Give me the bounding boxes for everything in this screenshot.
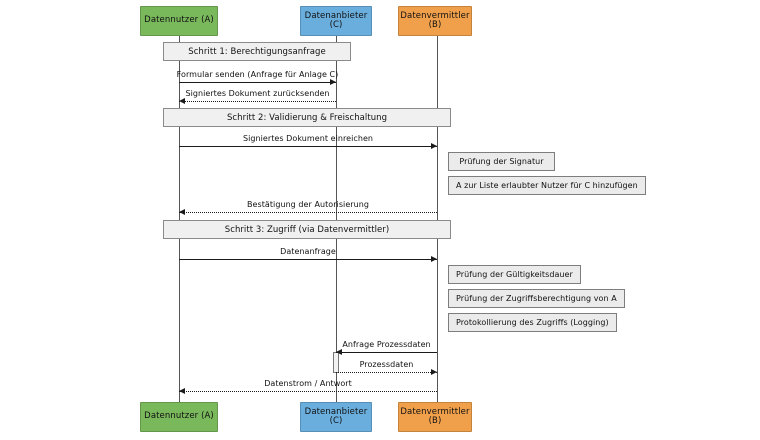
lifeline-a (179, 36, 180, 402)
message-line-m5 (179, 259, 437, 260)
actor-label: Datenanbieter (C) (304, 10, 368, 30)
note-n2: A zur Liste erlaubter Nutzer für C hinzu… (448, 176, 646, 195)
message-label-m6: Anfrage Prozessdaten (342, 340, 431, 349)
arrow-head-m5 (431, 256, 437, 262)
step-label: Schritt 1: Berechtigungsanfrage (188, 46, 326, 57)
actor-label: Datennutzer (A) (144, 411, 214, 422)
step-bar-step3: Schritt 3: Zugriff (via Datenvermittler) (163, 220, 451, 239)
note-n5: Protokollierung des Zugriffs (Logging) (448, 313, 617, 332)
arrow-head-m4 (179, 209, 185, 215)
note-n3: Prüfung der Gültigkeitsdauer (448, 265, 581, 284)
message-line-m1 (179, 82, 336, 83)
actor-label: Datenanbieter (C) (304, 406, 368, 426)
step-label: Schritt 3: Zugriff (via Datenvermittler) (224, 224, 390, 235)
message-label-m8: Datenstrom / Antwort (264, 379, 352, 388)
lifeline-b (437, 36, 438, 402)
note-n4: Prüfung der Zugriffsberechtigung von A (448, 289, 625, 308)
actor-top-b[interactable]: Datenvermittler (B) (398, 6, 472, 36)
arrow-head-m1 (330, 79, 336, 85)
step-bar-step1: Schritt 1: Berechtigungsanfrage (163, 42, 351, 61)
note-n1: Prüfung der Signatur (448, 152, 555, 171)
activation-bar-c (333, 352, 339, 373)
actor-top-a[interactable]: Datennutzer (A) (140, 6, 218, 36)
actor-top-c[interactable]: Datenanbieter (C) (300, 6, 372, 36)
message-line-m8 (179, 391, 437, 392)
actor-bottom-a[interactable]: Datennutzer (A) (140, 402, 218, 432)
message-line-m3 (179, 146, 437, 147)
message-label-m7: Prozessdaten (359, 360, 414, 369)
message-label-m4: Bestätigung der Autorisierung (246, 200, 370, 209)
arrow-head-m3 (431, 143, 437, 149)
step-label: Schritt 2: Validierung & Freischaltung (226, 112, 388, 123)
message-line-m6 (336, 352, 437, 353)
message-line-m7 (336, 372, 437, 373)
actor-label: Datenvermittler (B) (400, 10, 470, 30)
arrow-head-m2 (179, 98, 185, 104)
arrow-head-m7 (431, 369, 437, 375)
step-bar-step2: Schritt 2: Validierung & Freischaltung (163, 108, 451, 127)
message-label-m1: Formular senden (Anfrage für Anlage C) (176, 70, 339, 79)
message-label-m2: Signiertes Dokument zurücksenden (185, 89, 330, 98)
actor-bottom-b[interactable]: Datenvermittler (B) (398, 402, 472, 432)
arrow-head-m8 (179, 388, 185, 394)
actor-label: Datennutzer (A) (144, 15, 214, 26)
actor-bottom-c[interactable]: Datenanbieter (C) (300, 402, 372, 432)
arrow-head-m6 (336, 349, 342, 355)
message-label-m5: Datenanfrage (280, 247, 336, 256)
message-label-m3: Signiertes Dokument einreichen (242, 134, 374, 143)
lifeline-c (336, 36, 337, 402)
actor-label: Datenvermittler (B) (400, 406, 470, 426)
message-line-m2 (179, 101, 336, 102)
message-line-m4 (179, 212, 437, 213)
